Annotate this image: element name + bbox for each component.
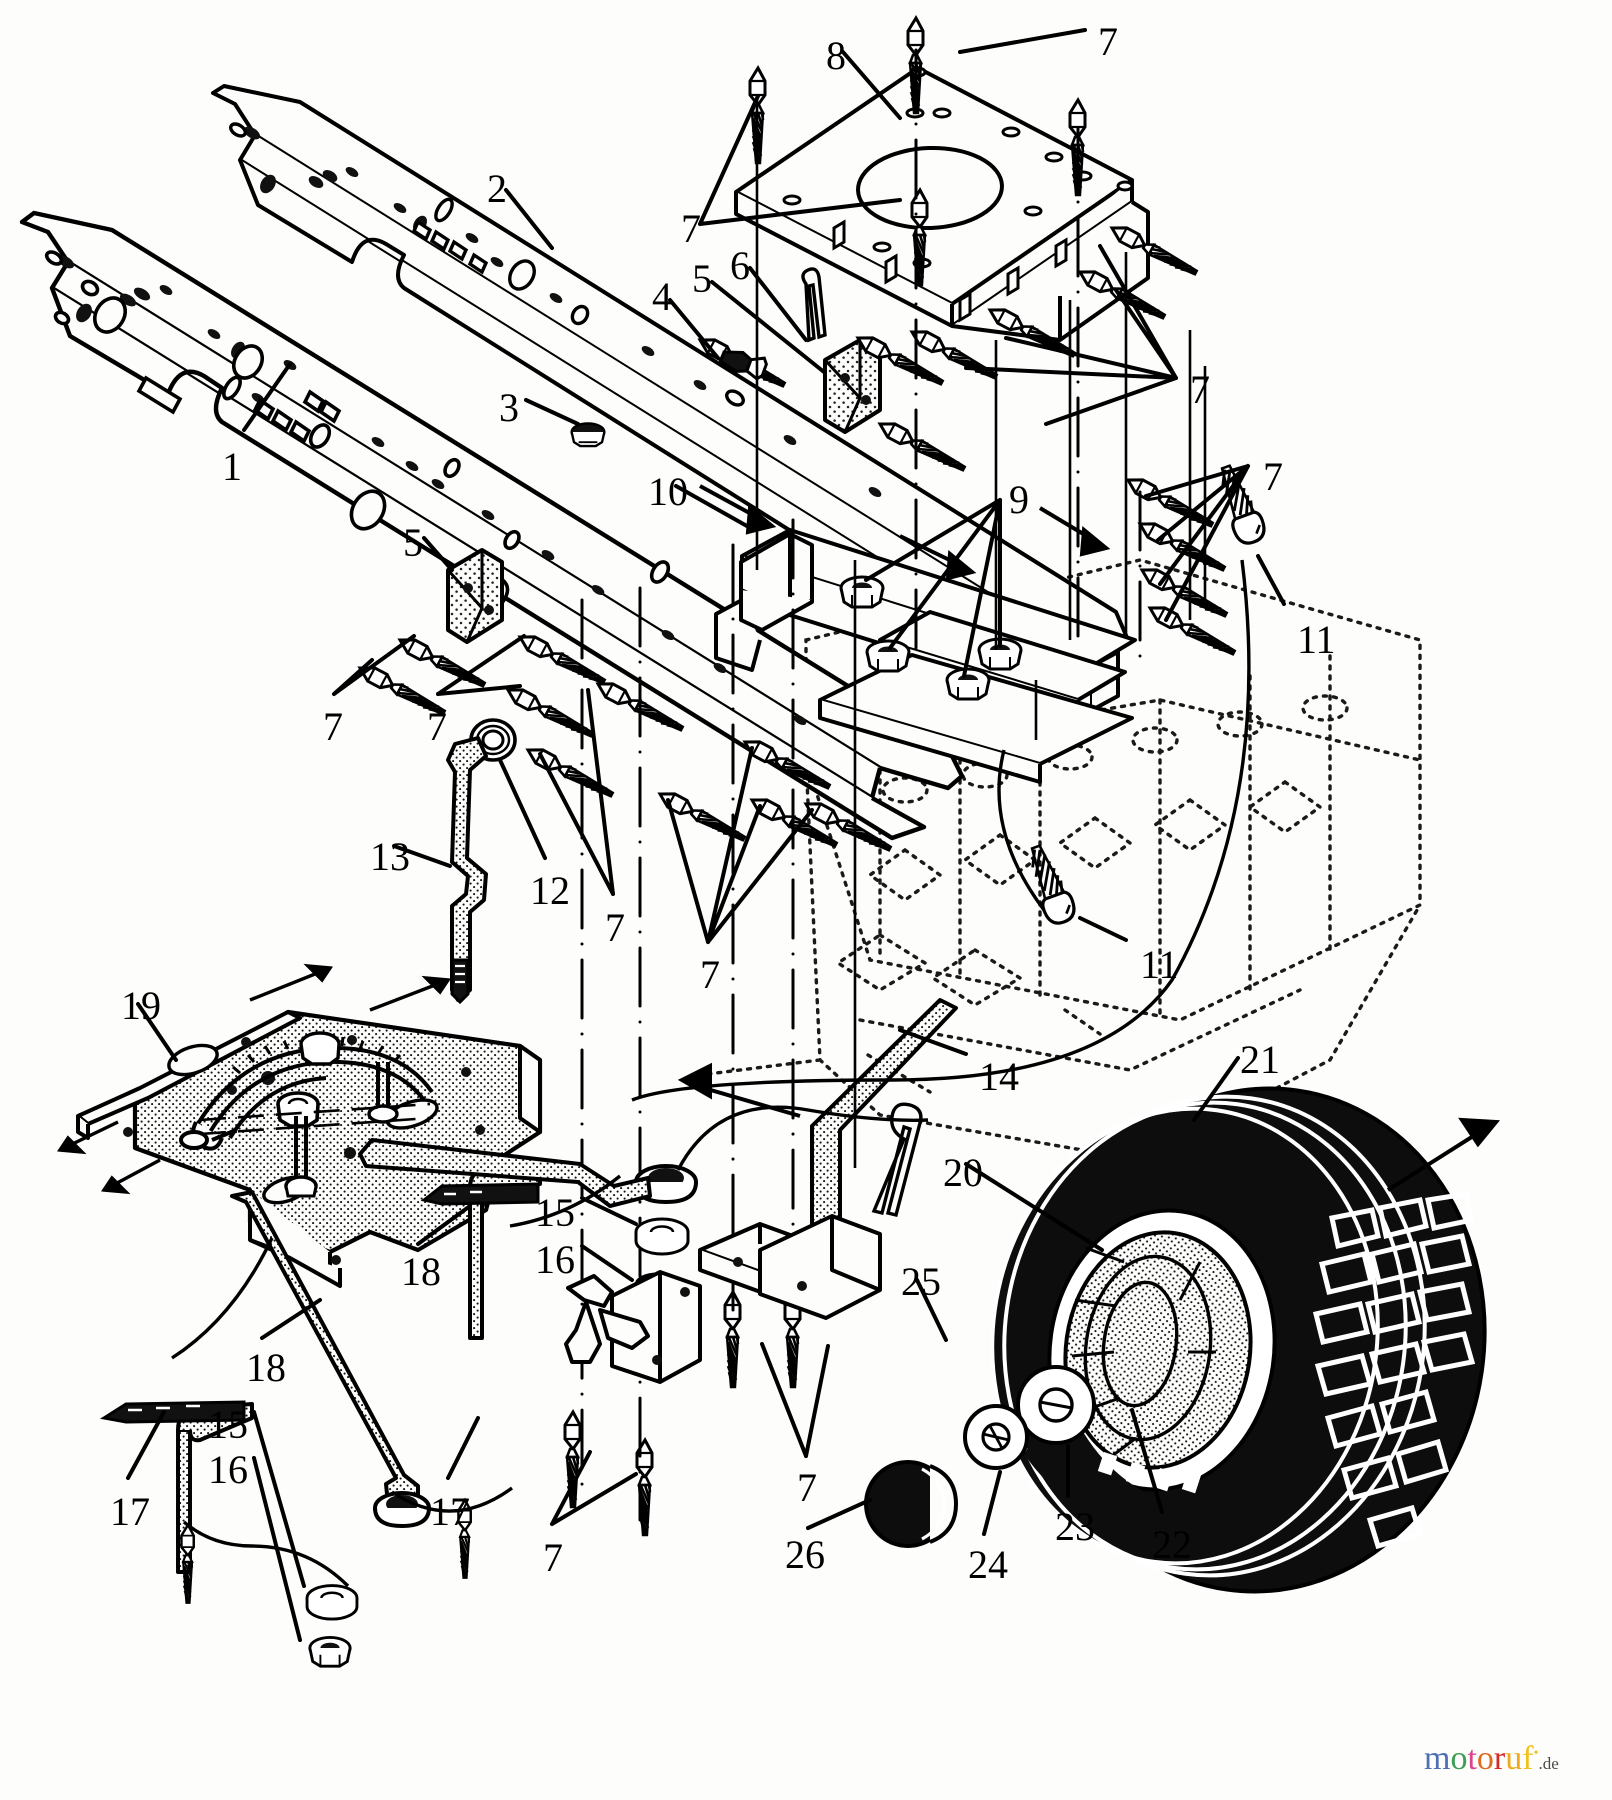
locknut-16-bottom-left xyxy=(308,1635,352,1668)
grease-fitting-4 xyxy=(718,350,768,381)
callout-7-hex-bolt: 7 xyxy=(427,704,447,749)
callout-7-hex-bolt: 7 xyxy=(681,206,701,251)
callout-24-small-washer: 24 xyxy=(968,1542,1008,1587)
washer-15-bottom-center xyxy=(634,1217,690,1256)
callout-7-hex-bolt: 7 xyxy=(605,905,625,950)
callout-20-wheel-rim: 20 xyxy=(943,1150,983,1195)
callout-15-flat-washer: 15 xyxy=(208,1402,248,1447)
alignment-lines-solid xyxy=(755,96,1207,1168)
engine-mount-center-hole xyxy=(856,145,1004,231)
rod-link-18-b-flat xyxy=(99,1400,246,1424)
callout-13-bent-rod: 13 xyxy=(370,834,410,879)
callout-5-bracket-upper: 5 xyxy=(692,256,712,301)
bent-rod-13-tip xyxy=(450,958,470,1005)
callout-7-hex-bolt: 7 xyxy=(1098,19,1118,64)
callout-6-cotter-pin: 6 xyxy=(730,243,750,288)
callout-15-flat-washer: 15 xyxy=(535,1190,575,1235)
lower-pedal-arm xyxy=(564,1274,650,1364)
callout-7-hex-bolt: 7 xyxy=(1190,367,1210,412)
logo-letter: t xyxy=(1467,1740,1477,1777)
callout-leaders xyxy=(126,28,1286,1642)
callout-7-hex-bolt: 7 xyxy=(797,1465,817,1510)
callout-5-bracket-lower: 5 xyxy=(403,520,423,565)
steering-plate-small-holes xyxy=(123,1035,485,1265)
tire-assembly xyxy=(990,1086,1501,1594)
callout-14-straight-rod: 14 xyxy=(979,1054,1019,1099)
callout-2-frame-rail-right: 2 xyxy=(487,166,507,211)
logo-letter: r xyxy=(1493,1740,1506,1777)
callout-17-screw: 17 xyxy=(110,1489,150,1534)
callout-7-hex-bolt: 7 xyxy=(543,1535,563,1580)
callout-8-engine-mount-plate: 8 xyxy=(826,33,846,78)
motoruf-watermark-logo: motoruf•.de xyxy=(1424,1742,1559,1776)
logo-letter: o xyxy=(1450,1740,1468,1777)
callout-7-hex-bolt: 7 xyxy=(1263,454,1283,499)
frame-rail-left-cutouts xyxy=(44,250,671,611)
bracket-upper-hole-b xyxy=(861,395,871,405)
cotter-pin-6 xyxy=(801,267,827,343)
callout-21-tire: 21 xyxy=(1240,1037,1280,1082)
callout-7-hex-bolt: 7 xyxy=(323,704,343,749)
hex-nut-3 xyxy=(570,422,606,448)
callout-10-frame-cross-member: 10 xyxy=(648,469,688,514)
logo-letter: m xyxy=(1424,1740,1451,1777)
callout-26-hub-cap: 26 xyxy=(785,1532,825,1577)
callout-12-flat-washer: 12 xyxy=(530,868,570,913)
logo-dot: • xyxy=(1533,1745,1539,1761)
callout-19-steering-support-plate: 19 xyxy=(121,983,161,1028)
callout-11-self-tap-screw: 11 xyxy=(1140,942,1179,987)
bracket-lower-hole-b xyxy=(484,605,494,615)
cotter-pin-25 xyxy=(871,1102,923,1218)
callout-7-hex-bolt: 7 xyxy=(700,952,720,997)
logo-letter: f xyxy=(1522,1740,1534,1777)
center-pivot-rod xyxy=(358,1138,652,1208)
rod-link-18-c-flat xyxy=(420,1182,540,1206)
steering-arms xyxy=(179,1121,237,1151)
callout-3-hex-nut: 3 xyxy=(499,385,519,430)
assembly-arrows xyxy=(677,484,1111,1118)
callout-11-self-tap-screw: 11 xyxy=(1297,617,1336,662)
callout-1-frame-rail-left: 1 xyxy=(222,444,242,489)
bracket-upper-hole-a xyxy=(840,373,850,383)
steering-plate-dashed xyxy=(199,1102,431,1136)
callout-9-lock-nut: 9 xyxy=(1009,477,1029,522)
callout-16-lock-nut: 16 xyxy=(208,1447,248,1492)
self-tap-screw-b xyxy=(1030,844,1076,925)
bracket-lower-hole-a xyxy=(463,583,473,593)
large-washer-23 xyxy=(1016,1365,1096,1445)
logo-letter: u xyxy=(1505,1740,1523,1777)
lower-bracket-tab xyxy=(758,1214,882,1320)
logo-suffix: .de xyxy=(1538,1754,1559,1773)
frame-rail-right-cutouts xyxy=(229,122,745,407)
frame-lower-plate xyxy=(818,653,1134,784)
callout-18-rod-link: 18 xyxy=(401,1249,441,1294)
steering-plate-arrows xyxy=(57,963,451,1195)
steering-pivot-bolt xyxy=(299,1031,341,1066)
callout-4-grease-fitting: 4 xyxy=(652,274,672,319)
small-washer-24 xyxy=(963,1404,1029,1470)
hub-cap-26 xyxy=(864,1460,959,1548)
mount-plate-tabs xyxy=(832,219,1068,323)
callout-17-screw: 17 xyxy=(430,1489,470,1534)
callout-25-cotter-pin: 25 xyxy=(901,1259,941,1304)
washer-15-bottom-left xyxy=(305,1584,359,1621)
callout-16-lock-nut: 16 xyxy=(535,1237,575,1282)
logo-letter: o xyxy=(1476,1740,1494,1777)
callout-23-large-washer: 23 xyxy=(1055,1504,1095,1549)
callout-22-wheel-hub: 22 xyxy=(1152,1522,1192,1567)
callout-18-rod-link: 18 xyxy=(246,1345,286,1390)
callout-curved-leaders xyxy=(171,559,1251,1588)
